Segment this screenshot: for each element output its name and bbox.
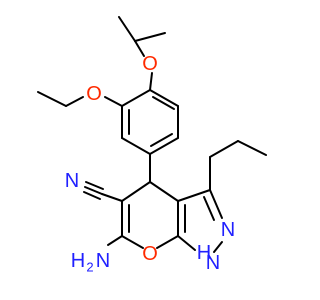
bond-c6-nh2: [107, 235, 123, 246]
atom-label-nh2-subscript: 2: [86, 260, 93, 275]
atom-label-nh2-h: H: [71, 250, 85, 272]
atom-label-n-pyrazole: N: [221, 219, 235, 241]
bond-c4-c5: [121, 181, 151, 202]
bond-c3-n2: [209, 189, 223, 219]
atom-label-o-ethoxy: O: [86, 83, 102, 105]
bond-benzene-3: [149, 137, 179, 155]
bond-propyl-2: [209, 140, 239, 158]
atom-label-nh-n: N: [206, 252, 220, 274]
bond-c5-cn: [101, 193, 123, 202]
bond-ethoxy-ch2: [65, 96, 84, 107]
bond-propyl-3: [237, 140, 267, 156]
bond-c6-o: [121, 235, 144, 249]
molecule-structure-diagram: O O N O N N H H 2 N: [37, 16, 267, 275]
atom-label-o-isopropoxy: O: [142, 53, 158, 75]
bond-benzene-4: [121, 137, 151, 155]
bond-nitrile-triple-2: [85, 181, 104, 190]
atom-label-nh2-n: N: [96, 250, 110, 272]
bond-ethoxy-ch3: [37, 91, 67, 107]
bond-o-c7a: [156, 235, 179, 249]
bond-n2-n1: [213, 241, 223, 253]
bond-nitrile-triple-3: [83, 191, 101, 200]
bond-n1-c7a: [177, 235, 196, 251]
atom-label-o-ring: O: [142, 243, 158, 265]
atom-label-nh-h: H: [197, 242, 211, 264]
bond-c3a-c3: [177, 189, 211, 202]
bond-c3a-c4: [149, 181, 179, 202]
atom-label-n-nitrile: N: [65, 170, 79, 192]
bond-isopropyl-methyl-right: [134, 32, 166, 42]
bond-benzene-3-inner: [150, 133, 173, 147]
molecule-svg: O O N O N N H H 2 N: [37, 16, 267, 275]
bond-benzene-6: [121, 89, 151, 107]
bond-aryl-o-ethoxy: [104, 96, 123, 107]
bond-c3-n2-inner: [203, 196, 215, 221]
bond-nitrile-triple-1: [84, 186, 103, 195]
bond-isopropyl-o: [134, 40, 145, 57]
bond-benzene-1: [149, 89, 179, 107]
bond-o-aryl-top: [149, 72, 153, 91]
bond-benzene-1-inner: [152, 96, 175, 110]
bond-isopropyl-methyl-left: [118, 16, 136, 42]
